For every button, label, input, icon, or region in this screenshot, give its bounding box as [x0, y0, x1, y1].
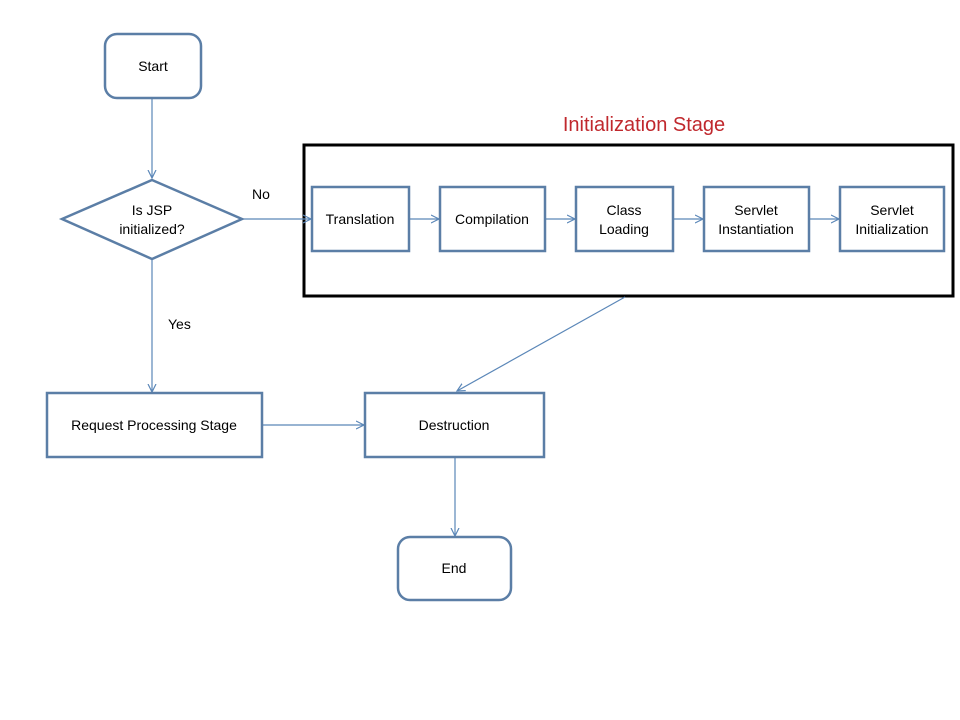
destruction-node-label: Destruction: [419, 417, 490, 433]
servlet-initialization-node-label-line2: Initialization: [855, 221, 928, 237]
decision-node-label-line2: initialized?: [119, 221, 185, 237]
start-node: [103, 32, 203, 100]
compilation-node-label: Compilation: [455, 211, 529, 227]
translation-node-label: Translation: [326, 211, 395, 227]
decision-node: [58, 178, 246, 261]
servlet-initialization-node: [838, 185, 946, 253]
servlet-instantiation-node-label-line2: Instantiation: [718, 221, 794, 237]
edge-initialization-stage-to-destruction: [457, 296, 626, 391]
servlet-initialization-node-label-line1: Servlet: [870, 202, 914, 218]
request-processing-node: [45, 391, 264, 459]
class-loading-node-label-line1: Class: [606, 202, 641, 218]
end-node-label: End: [442, 560, 467, 576]
initialization-stage-title: Initialization Stage: [563, 114, 725, 136]
decision-node-label-line1: Is JSP: [132, 202, 172, 218]
translation-node: [310, 185, 411, 253]
destruction-node: [363, 391, 546, 459]
request-processing-node-label: Request Processing Stage: [71, 417, 237, 433]
edge-label-no: No: [252, 186, 270, 202]
edge-label-yes: Yes: [168, 316, 191, 332]
compilation-node: [438, 185, 547, 253]
end-node: [396, 535, 513, 602]
class-loading-node: [574, 185, 675, 253]
servlet-instantiation-node: [702, 185, 811, 253]
class-loading-node-label-line2: Loading: [599, 221, 649, 237]
start-node-label: Start: [138, 58, 168, 74]
servlet-instantiation-node-label-line1: Servlet: [734, 202, 778, 218]
